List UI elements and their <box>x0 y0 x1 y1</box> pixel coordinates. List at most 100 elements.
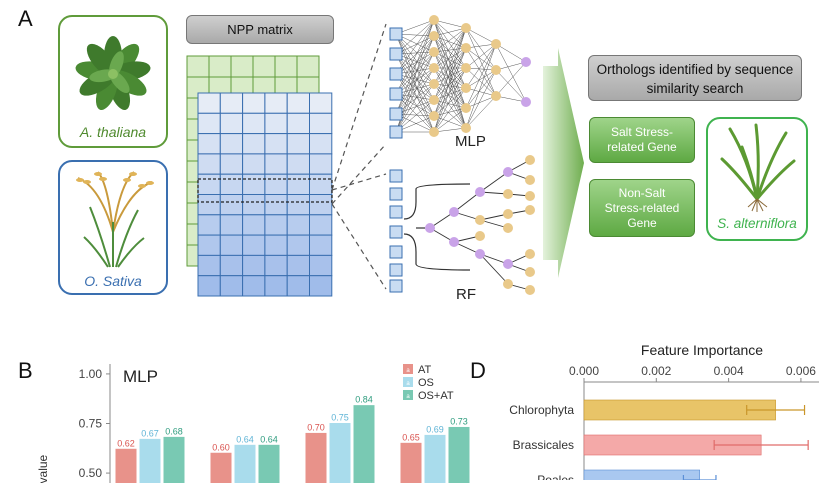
x-tick-label: 0.006 <box>786 364 816 378</box>
chart-title: MLP <box>123 367 158 386</box>
mlp-edge <box>433 47 467 69</box>
mlp-edge <box>465 47 497 71</box>
matrix-cell <box>264 194 288 216</box>
bar-os-at <box>163 436 185 483</box>
bar-value-label: 0.75 <box>331 413 349 423</box>
legend-label: OS <box>418 377 434 389</box>
mlp-edge <box>495 69 527 103</box>
mlp-hidden-node <box>491 39 501 49</box>
os-species-box: O. Sativa <box>58 160 168 295</box>
matrix-cell <box>219 254 244 277</box>
matrix-cell <box>264 153 288 175</box>
rf-input-node <box>389 263 403 277</box>
matrix-cell <box>197 194 221 216</box>
mlp-edge <box>433 27 467 117</box>
rf-leaf-node <box>475 231 485 241</box>
mlp-edge <box>395 35 435 115</box>
matrix-cell <box>242 92 266 114</box>
bar-os <box>139 438 161 483</box>
matrix-cell <box>252 55 276 78</box>
os-species-label: O. Sativa <box>84 273 142 289</box>
rf-split-node <box>449 237 459 247</box>
matrix-cell <box>286 254 310 277</box>
rf-input-node <box>389 225 403 239</box>
mlp-input-node <box>389 67 403 81</box>
matrix-cell <box>197 254 221 277</box>
mlp-edge <box>433 51 467 69</box>
mlp-input-node <box>389 87 403 101</box>
matrix-cell <box>219 112 244 135</box>
rf-edge <box>453 191 481 213</box>
rf-leaf-node <box>525 175 535 185</box>
model-connectors <box>331 15 535 295</box>
non-salt-stress-gene-label: Non-Salt Stress-related Gene <box>589 179 695 237</box>
matrix-cell <box>286 112 310 135</box>
matrix-cell <box>219 194 244 216</box>
matrix-cell <box>264 92 288 114</box>
bar-at <box>115 448 137 483</box>
mlp-edge <box>395 73 435 117</box>
matrix-cell <box>309 112 333 135</box>
bar-value-label: 0.65 <box>402 432 420 442</box>
mlp-hidden-node <box>461 123 471 133</box>
mlp-edge <box>433 19 467 69</box>
mlp-label: MLP <box>455 133 486 150</box>
matrix-cell <box>242 133 266 155</box>
rf-leaf-node <box>525 249 535 259</box>
bar-value-label: 0.70 <box>307 422 325 432</box>
bar-value-label: 0.84 <box>355 395 373 405</box>
mlp-edge <box>465 69 497 129</box>
matrix-cell <box>242 112 266 135</box>
matrix-cell <box>264 234 288 256</box>
mlp-hidden-node <box>429 127 439 137</box>
rice-plant-icon <box>76 171 154 268</box>
mlp-edge <box>433 47 467 85</box>
legend-label: OS+AT <box>418 390 454 402</box>
mlp-hidden-node <box>461 103 471 113</box>
bar-value-label: 0.69 <box>426 424 444 434</box>
mlp-edge <box>433 19 467 29</box>
rf-input-node <box>389 245 403 259</box>
matrix-cell <box>309 194 333 216</box>
mlp-edge <box>395 67 435 115</box>
matrix-cell <box>197 153 221 175</box>
bar-os <box>329 423 351 483</box>
mlp-edge <box>433 47 467 117</box>
matrix-cell <box>219 133 244 155</box>
matrix-cell <box>274 55 298 78</box>
mlp-edge <box>433 27 467 101</box>
bar-at <box>210 452 232 483</box>
panel-d-letter: D <box>470 358 486 383</box>
y-tick-label: 1.00 <box>79 367 103 381</box>
legend-swatch <box>403 377 413 387</box>
matrix-cell <box>309 92 333 114</box>
matrix-cell <box>309 254 333 277</box>
rf-arrow <box>403 183 471 220</box>
bar-at <box>400 442 422 483</box>
x-tick-label: 0.000 <box>569 364 599 378</box>
matrix-cell <box>286 214 310 236</box>
orthologs-label: Orthologs identified by sequence similar… <box>588 55 802 101</box>
matrix-cell <box>286 234 310 256</box>
mlp-edge <box>433 127 467 133</box>
rf-label: RF <box>456 286 476 303</box>
matrix-cell <box>219 275 244 297</box>
mlp-hidden-node <box>491 65 501 75</box>
bar-os <box>234 444 256 483</box>
legend-swatch-letter: a <box>406 381 410 387</box>
matrix-cell <box>197 173 221 195</box>
matrix-cell <box>286 153 310 175</box>
legend-swatch-letter: a <box>406 368 410 374</box>
matrix-cell <box>242 234 266 256</box>
matrix-cell <box>197 214 221 236</box>
rf-input-node <box>389 279 403 293</box>
bar-value-label: 0.64 <box>236 434 254 444</box>
bar-value-label: 0.67 <box>141 428 159 438</box>
bar-poales <box>583 469 700 480</box>
mlp-edge <box>433 67 467 117</box>
big-arrow-icon <box>543 48 584 278</box>
mlp-edge <box>495 61 527 97</box>
mlp-edge <box>433 67 467 101</box>
mlp-output-node <box>521 97 531 107</box>
rf-leaf-node <box>525 267 535 277</box>
